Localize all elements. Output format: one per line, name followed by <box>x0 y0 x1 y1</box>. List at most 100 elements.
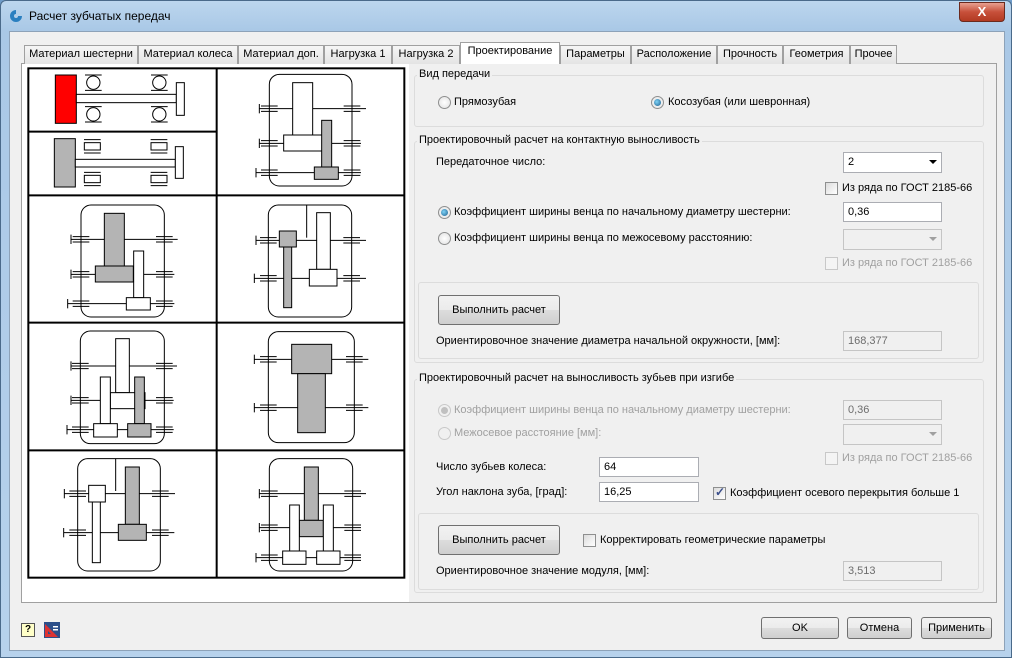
gost-checkbox-3-label: Из ряда по ГОСТ 2185-66 <box>842 452 973 464</box>
tab-9[interactable]: Геометрия <box>783 45 850 64</box>
housing-outline <box>268 458 354 572</box>
radio-bending-coef[interactable] <box>438 404 451 417</box>
contact-result-box <box>418 282 979 359</box>
center-distance-label: Межосевое расстояние [мм]: <box>454 427 602 439</box>
housing-outline <box>80 204 165 318</box>
chevron-down-icon <box>929 432 937 436</box>
gear <box>134 376 145 425</box>
gearbox-scheme-5[interactable] <box>253 331 369 444</box>
tab-10[interactable]: Прочее <box>850 45 897 64</box>
app-gear-icon <box>10 10 22 22</box>
roller-bearing <box>152 107 167 122</box>
sleeve-bearing <box>150 142 168 151</box>
gost-checkbox-1-label: Из ряда по ГОСТ 2185-66 <box>842 182 973 194</box>
close-button[interactable]: X <box>959 2 1005 22</box>
gearbox-scheme-4[interactable] <box>66 330 177 445</box>
window-title: Расчет зубчатых передач <box>29 9 171 23</box>
gear <box>117 523 147 541</box>
correct-geometry-checkbox[interactable] <box>583 534 596 547</box>
sleeve-bearing <box>83 174 101 184</box>
gear <box>283 134 324 152</box>
motor-scheme-selected[interactable] <box>54 74 185 124</box>
gear <box>278 230 297 248</box>
gear <box>289 504 300 552</box>
tab-3[interactable]: Нагрузка 1 <box>324 45 392 64</box>
teeth-input[interactable]: 64 <box>599 457 699 477</box>
correct-geometry-label: Корректировать геометрические параметры <box>600 534 826 546</box>
gost-checkbox-1[interactable] <box>825 182 838 195</box>
tab-8[interactable]: Прочность <box>717 45 783 64</box>
housing-outline <box>77 458 161 572</box>
gear <box>125 297 151 311</box>
gear <box>88 484 106 503</box>
cancel-button[interactable]: Отмена <box>847 617 912 639</box>
gearbox-scheme-2[interactable] <box>67 204 178 318</box>
radio-coef-center-distance[interactable] <box>438 232 451 245</box>
sleeve-bearing <box>150 174 168 184</box>
gear <box>93 423 118 438</box>
tab-0[interactable]: Материал шестерни <box>24 45 138 64</box>
tab-1[interactable]: Материал колеса <box>138 45 238 64</box>
gearbox-scheme-3[interactable] <box>253 204 366 318</box>
gear <box>292 82 314 136</box>
chevron-down-icon <box>929 237 937 241</box>
coupling <box>175 82 185 116</box>
radio-helical-label: Косозубая (или шевронная) <box>668 96 811 108</box>
motor-scheme[interactable] <box>53 138 184 188</box>
gear <box>283 246 293 309</box>
ok-button[interactable]: OK <box>761 617 839 639</box>
gear-type-legend: Вид передачи <box>417 68 493 80</box>
radio-center-distance[interactable] <box>438 427 451 440</box>
radio-straight[interactable] <box>438 96 451 109</box>
contact-legend: Проектировочный расчет на контактную вын… <box>417 134 702 146</box>
chevron-down-icon <box>929 160 937 164</box>
axial-overlap-label: Коэффициент осевого перекрытия больше 1 <box>730 487 960 499</box>
tab-4[interactable]: Нагрузка 2 <box>392 45 460 64</box>
gost-checkbox-3[interactable] <box>825 452 838 465</box>
gear <box>291 343 333 375</box>
coef-center-select[interactable] <box>843 229 942 250</box>
axial-overlap-checkbox[interactable] <box>713 485 726 500</box>
gear <box>298 519 324 538</box>
tab-6[interactable]: Параметры <box>560 45 631 64</box>
tab-5[interactable]: Проектирование <box>460 42 560 64</box>
tab-2[interactable]: Материал доп. <box>238 45 324 64</box>
run-bending-calc-button[interactable]: Выполнить расчет <box>438 525 560 555</box>
run-contact-calc-button[interactable]: Выполнить расчет <box>438 295 560 325</box>
coef-center-label: Коэффициент ширины венца по межосевому р… <box>454 232 753 244</box>
sleeve-bearing <box>83 142 101 151</box>
help-icon[interactable]: ? <box>21 623 35 637</box>
bending-coef-label: Коэффициент ширины венца по начальному д… <box>454 404 791 416</box>
tab-7[interactable]: Расположение <box>631 45 717 64</box>
apply-button[interactable]: Применить <box>921 617 992 639</box>
gear <box>99 376 111 425</box>
gearbox-scheme-7[interactable] <box>255 458 366 572</box>
gost-checkbox-2-label: Из ряда по ГОСТ 2185-66 <box>842 257 973 269</box>
coef-pinion-label: Коэффициент ширины венца по начальному д… <box>454 206 791 218</box>
gear <box>115 338 130 394</box>
bending-coef-input[interactable]: 0,36 <box>843 400 942 420</box>
gearbox-scheme-1[interactable] <box>255 73 366 187</box>
center-distance-select[interactable] <box>843 424 942 445</box>
shaft <box>74 158 176 168</box>
gear <box>124 466 140 525</box>
gear <box>282 550 307 565</box>
roller-bearing <box>152 75 167 90</box>
triangle-ruler-icon[interactable] <box>44 622 60 638</box>
ratio-select[interactable]: 2 <box>843 152 942 173</box>
radio-helical[interactable] <box>651 96 664 109</box>
coef-pinion-input[interactable]: 0,36 <box>843 202 942 222</box>
module-result-label: Ориентировочное значение модуля, [мм]: <box>436 565 650 577</box>
motor <box>53 138 76 188</box>
angle-input[interactable]: 16,25 <box>599 482 699 502</box>
gear <box>303 466 319 521</box>
gearbox-scheme-6[interactable] <box>63 458 175 572</box>
diameter-result-value: 168,377 <box>843 331 942 351</box>
radio-coef-pinion-diameter[interactable] <box>438 206 451 219</box>
shaft <box>75 93 177 104</box>
gear <box>308 268 338 287</box>
angle-label: Угол наклона зуба, [град]: <box>436 486 568 498</box>
gear <box>133 250 145 299</box>
gost-checkbox-2[interactable] <box>825 257 838 270</box>
